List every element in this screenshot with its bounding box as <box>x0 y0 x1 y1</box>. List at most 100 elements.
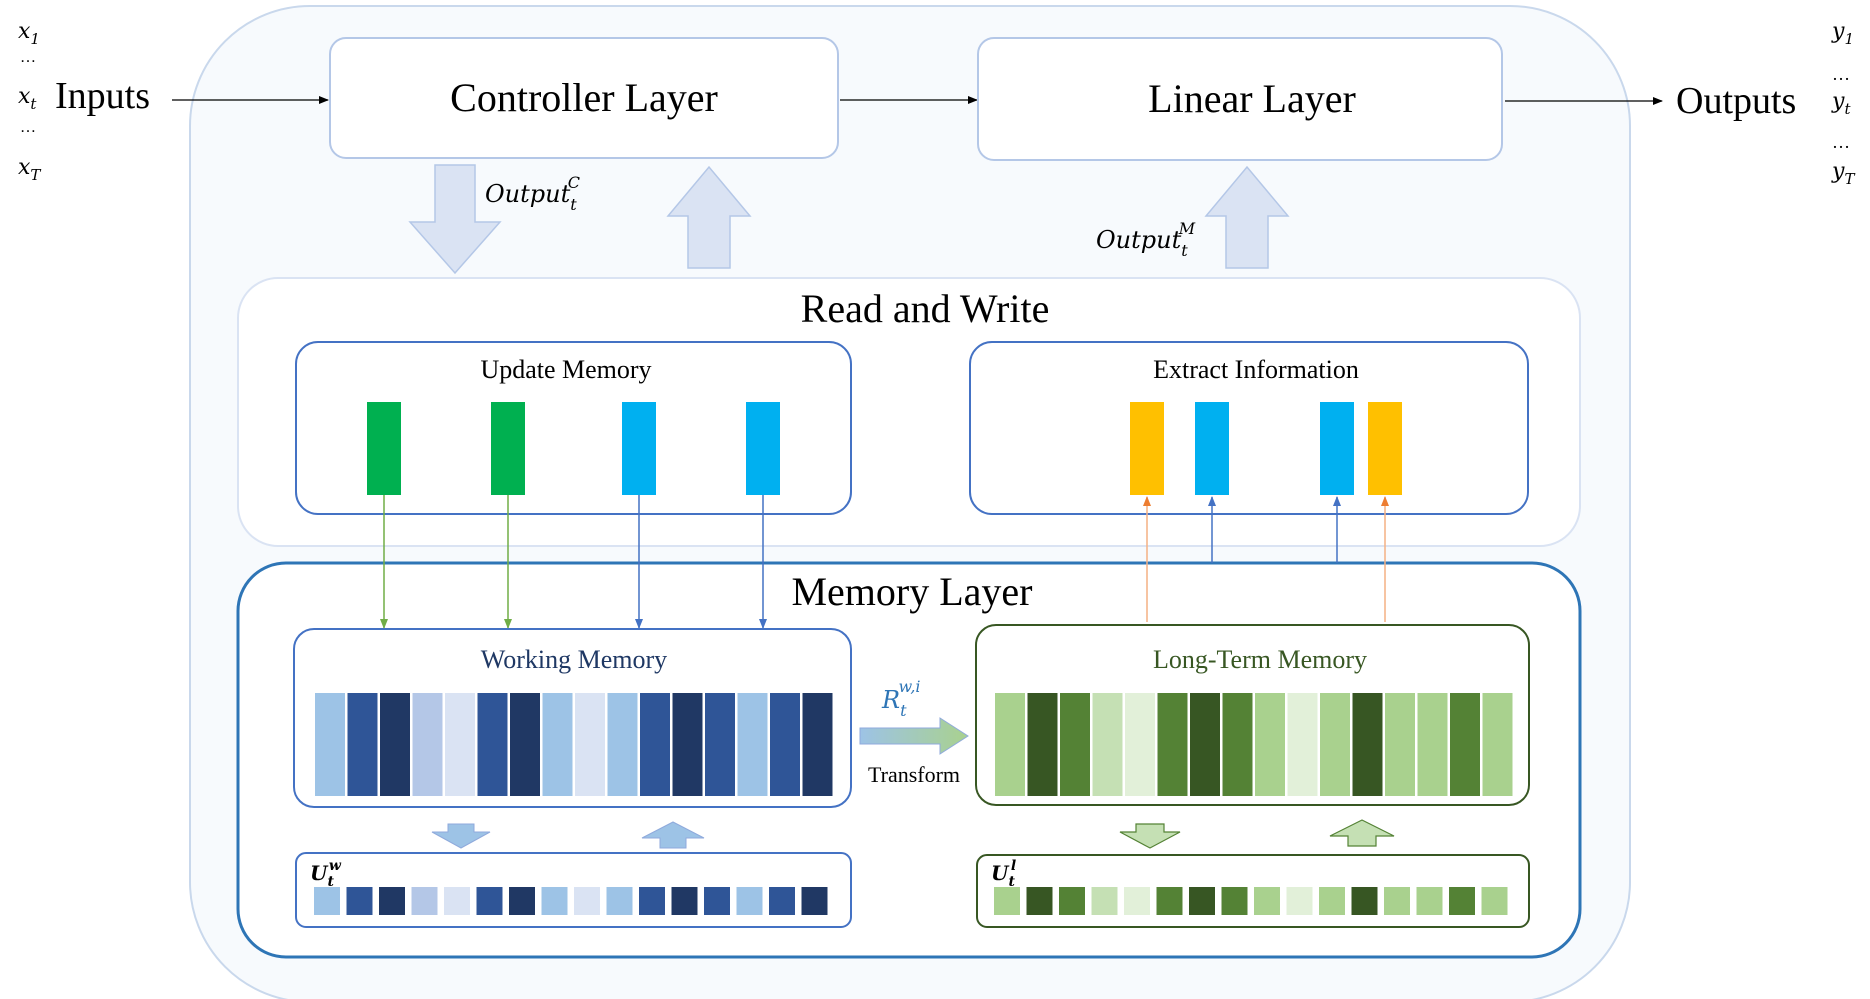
long-term-memory-cell-15 <box>1450 693 1480 796</box>
input-dots-2: … <box>20 119 36 136</box>
update-memory-box <box>295 341 852 515</box>
output-yT: yT <box>1831 159 1855 188</box>
input-dots-1: … <box>20 49 36 66</box>
extract-information-label: Extract Information <box>1153 355 1359 384</box>
ul-cell-12 <box>1351 887 1378 915</box>
uw-cell-9 <box>574 887 600 915</box>
outputs-column: Outputs y1 … yt … yT <box>1676 19 1855 188</box>
ul-cell-10 <box>1286 887 1313 915</box>
long-term-memory-label: Long-Term Memory <box>1153 645 1367 674</box>
ul-cell-9 <box>1254 887 1280 915</box>
long-term-memory-cell-9 <box>1255 693 1285 796</box>
long-term-memory-cell-7 <box>1190 693 1220 796</box>
long-term-memory-cell-8 <box>1222 693 1253 796</box>
working-memory-cell-9 <box>575 693 605 796</box>
ul-cell-5 <box>1124 887 1150 915</box>
transform-label: Transform <box>868 762 960 787</box>
input-xt: xt <box>18 84 37 113</box>
working-memory-cell-7 <box>510 693 540 796</box>
uw-cell-13 <box>704 887 730 915</box>
long-term-memory-cell-16 <box>1482 693 1513 796</box>
extract-vector-cyan-1 <box>1195 402 1229 495</box>
ul-cell-3 <box>1059 887 1085 915</box>
working-memory-cell-6 <box>477 693 508 796</box>
long-term-memory-cell-14 <box>1417 693 1448 796</box>
update-vector-green-1 <box>367 402 401 495</box>
long-term-memory-cell-6 <box>1157 693 1188 796</box>
ul-cell-14 <box>1416 887 1443 915</box>
ul-cell-16 <box>1481 887 1508 915</box>
memory-layer-title: Memory Layer <box>791 569 1032 614</box>
long-term-memory-cell-5 <box>1125 693 1155 796</box>
uw-cell-1 <box>314 887 340 915</box>
read-write-title: Read and Write <box>801 286 1050 331</box>
working-memory-cell-12 <box>672 693 703 796</box>
transform-arrow <box>859 717 969 755</box>
long-term-memory-cell-10 <box>1287 693 1318 796</box>
long-term-memory-cell-11 <box>1320 693 1350 796</box>
ul-cell-7 <box>1189 887 1215 915</box>
ul-cell-13 <box>1384 887 1410 915</box>
update-memory-label: Update Memory <box>480 355 651 384</box>
inputs-label: Inputs <box>55 75 150 117</box>
working-memory-cell-15 <box>770 693 800 796</box>
uw-label: Utw <box>310 858 342 890</box>
ltm-up-arrow <box>1329 819 1395 847</box>
controller-layer-box <box>329 37 839 159</box>
ltm-down-arrow <box>1119 823 1181 849</box>
ul-label: Utl <box>991 858 1016 890</box>
long-term-memory-cell-1 <box>995 693 1025 796</box>
input-xT: xT <box>18 155 41 184</box>
working-memory-cells <box>315 693 833 796</box>
working-memory-cell-2 <box>347 693 378 796</box>
inputs-column: x1 … xt … xT Inputs <box>18 19 150 184</box>
linear-up-arrow <box>1204 165 1290 269</box>
ul-vector-cells <box>994 887 1508 915</box>
uw-cell-2 <box>346 887 373 915</box>
working-memory-cell-13 <box>705 693 735 796</box>
ul-cell-2 <box>1026 887 1053 915</box>
working-memory-cell-16 <box>802 693 833 796</box>
output-yt: yt <box>1831 89 1851 118</box>
ul-cell-15 <box>1449 887 1475 915</box>
working-up-arrow <box>641 821 705 849</box>
outputs-label: Outputs <box>1676 80 1796 122</box>
uw-cell-5 <box>444 887 470 915</box>
long-term-memory-cell-13 <box>1385 693 1415 796</box>
uw-vector-cells <box>314 887 828 915</box>
ul-cell-8 <box>1221 887 1248 915</box>
extract-vector-gold-2 <box>1368 402 1402 495</box>
long-term-memory-cell-4 <box>1092 693 1123 796</box>
long-term-memory-cells <box>995 693 1513 796</box>
ul-cell-1 <box>994 887 1020 915</box>
extract-vector-cyan-2 <box>1320 402 1354 495</box>
uw-cell-11 <box>639 887 665 915</box>
uw-cell-12 <box>671 887 698 915</box>
output-dots-1: … <box>1832 64 1850 84</box>
output-m-label: OutputtM <box>1096 219 1196 260</box>
controller-layer-label: Controller Layer <box>450 75 718 120</box>
working-memory-cell-14 <box>737 693 768 796</box>
linear-layer-box <box>977 37 1503 161</box>
output-c-down-arrow <box>408 164 502 275</box>
working-memory-cell-1 <box>315 693 345 796</box>
uw-cell-6 <box>476 887 503 915</box>
ul-cell-6 <box>1156 887 1183 915</box>
input-x1: x1 <box>18 19 40 48</box>
uw-cell-7 <box>509 887 535 915</box>
working-memory-cell-3 <box>380 693 410 796</box>
long-term-memory-cell-12 <box>1352 693 1383 796</box>
output-y1: y1 <box>1831 19 1854 48</box>
controller-up-arrow <box>666 165 752 269</box>
working-memory-cell-10 <box>607 693 638 796</box>
uw-cell-4 <box>411 887 438 915</box>
r-label: Rtw,i <box>881 677 921 720</box>
uw-cell-3 <box>379 887 405 915</box>
linear-layer-label: Linear Layer <box>1148 76 1356 121</box>
output-dots-2: … <box>1832 132 1850 152</box>
uw-cell-8 <box>541 887 568 915</box>
working-memory-cell-4 <box>412 693 443 796</box>
output-c-label: OutputtC <box>485 173 580 214</box>
uw-cell-14 <box>736 887 763 915</box>
